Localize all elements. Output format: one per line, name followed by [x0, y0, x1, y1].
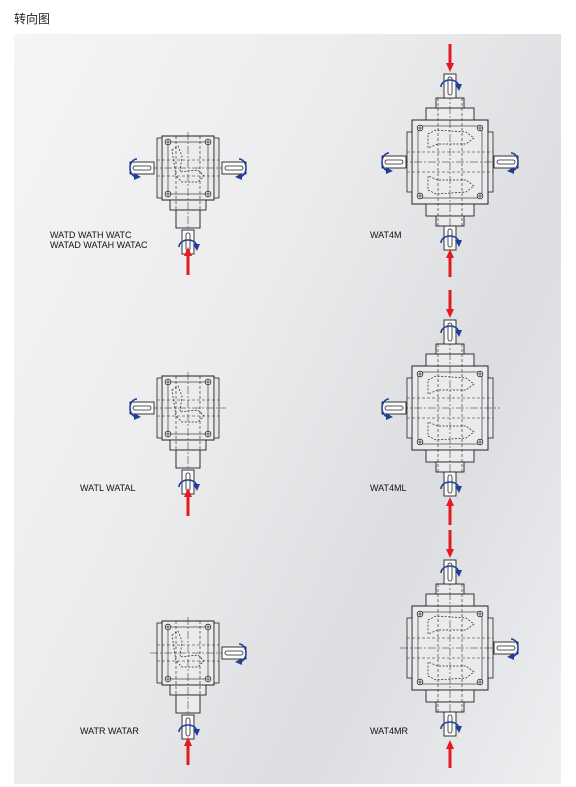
model-label-p3: WATL WATAL — [80, 483, 136, 493]
gearbox-wat4ml-diagram — [381, 288, 532, 527]
model-label-p1b: WATAD WATAH WATAC — [50, 240, 148, 250]
gearbox-wat4m-diagram — [381, 42, 519, 279]
gearbox-watr-diagram — [110, 605, 247, 767]
input-arrow-bottom-icon — [444, 495, 456, 527]
gearbox-watl-diagram — [129, 360, 280, 518]
input-arrow-icon — [182, 735, 194, 767]
input-arrow-top-icon — [444, 528, 456, 560]
input-arrow-top-icon — [444, 288, 456, 320]
gearbox-watd-diagram — [129, 120, 247, 277]
model-label-p6: WAT4MR — [370, 726, 408, 736]
model-label-p5: WATR WATAR — [80, 726, 139, 736]
input-arrow-top-icon — [444, 42, 456, 74]
model-label-p1a: WATD WATH WATC — [50, 230, 132, 240]
page-title: 转向图 — [14, 12, 51, 26]
model-label-p4: WAT4ML — [370, 483, 407, 493]
model-label-p2: WAT4M — [370, 230, 402, 240]
gearbox-wat4mr-diagram — [372, 528, 519, 770]
input-arrow-bottom-icon — [444, 247, 456, 279]
input-arrow-bottom-icon — [444, 738, 456, 770]
